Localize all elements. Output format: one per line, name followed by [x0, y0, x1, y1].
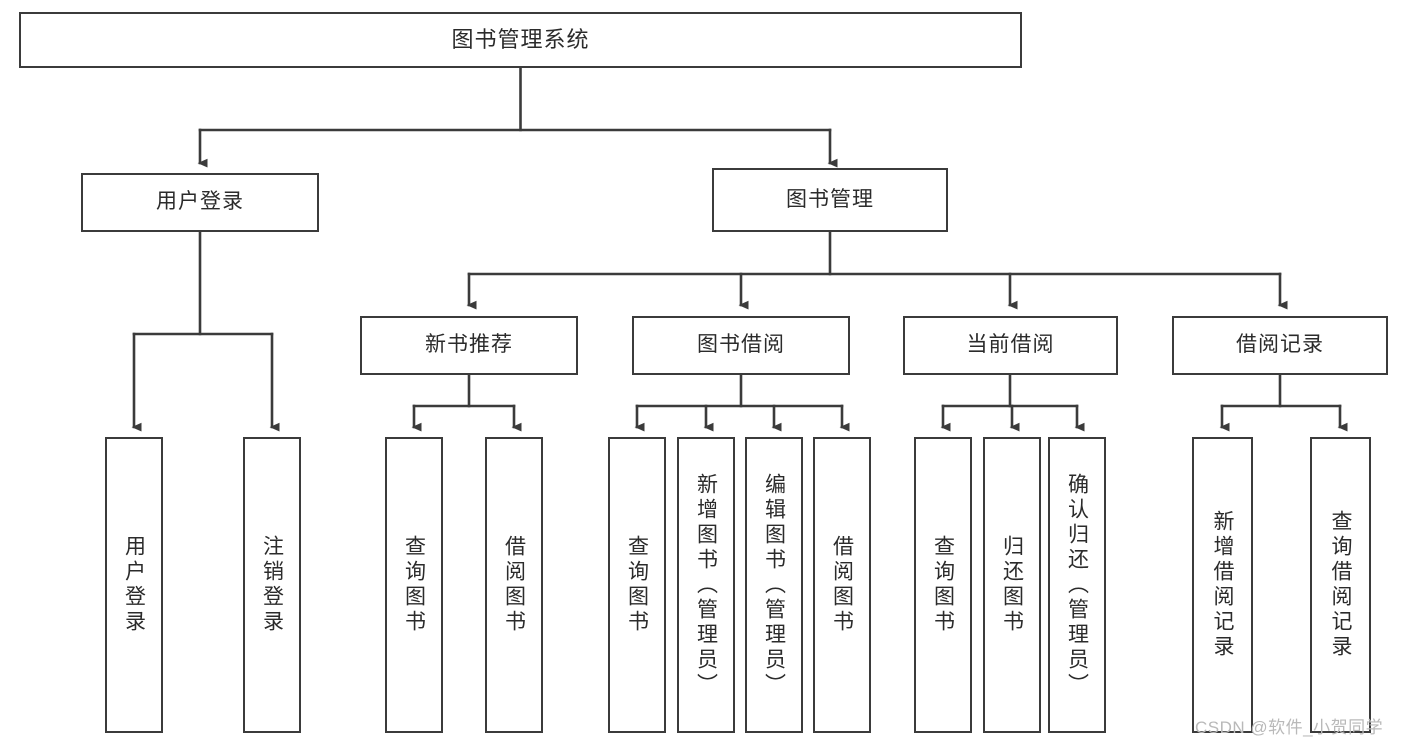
node-label: 确认归还（管理员）: [1065, 472, 1089, 698]
node-label: 查询图书: [931, 535, 955, 635]
leaf-current-borrow-return-book[interactable]: 归还图书: [983, 437, 1041, 733]
node-label: 新增借阅记录: [1211, 510, 1234, 660]
leaf-book-borrow-edit-book-admin[interactable]: 编辑图书（管理员）: [745, 437, 803, 733]
node-label: 借阅图书: [502, 535, 526, 635]
node-label: 图书管理系统: [451, 27, 590, 53]
node-label: 编辑图书（管理员）: [762, 472, 786, 698]
node-new-book-recommendation[interactable]: 新书推荐: [360, 316, 578, 375]
node-label: 新增图书（管理员）: [694, 472, 718, 698]
leaf-current-borrow-confirm-return-admin[interactable]: 确认归还（管理员）: [1048, 437, 1106, 733]
leaf-new-book-query-book[interactable]: 查询图书: [385, 437, 443, 733]
leaf-borrow-record-add-record[interactable]: 新增借阅记录: [1192, 437, 1253, 733]
node-user-login[interactable]: 用户登录: [81, 173, 319, 232]
leaf-new-book-borrow-book[interactable]: 借阅图书: [485, 437, 543, 733]
node-label: 注销登录: [260, 535, 284, 635]
node-label: 查询图书: [402, 535, 426, 635]
node-label: 新书推荐: [425, 333, 513, 357]
leaf-borrow-record-query-record[interactable]: 查询借阅记录: [1310, 437, 1371, 733]
node-book-management[interactable]: 图书管理: [712, 168, 948, 232]
leaf-book-borrow-query-book[interactable]: 查询图书: [608, 437, 666, 733]
node-label: 借阅记录: [1236, 333, 1324, 357]
node-borrow-record[interactable]: 借阅记录: [1172, 316, 1388, 375]
leaf-book-borrow-add-book-admin[interactable]: 新增图书（管理员）: [677, 437, 735, 733]
node-book-borrow[interactable]: 图书借阅: [632, 316, 850, 375]
node-label: 图书借阅: [697, 333, 785, 357]
leaf-current-borrow-query-book[interactable]: 查询图书: [914, 437, 972, 733]
node-label: 借阅图书: [830, 535, 854, 635]
leaf-user-login-signout[interactable]: 注销登录: [243, 437, 301, 733]
node-root-book-management-system[interactable]: 图书管理系统: [19, 12, 1022, 68]
node-label: 查询图书: [625, 535, 649, 635]
node-current-borrow[interactable]: 当前借阅: [903, 316, 1118, 375]
node-label: 当前借阅: [966, 333, 1055, 357]
leaf-book-borrow-borrow-book[interactable]: 借阅图书: [813, 437, 871, 733]
node-label: 查询借阅记录: [1329, 510, 1352, 660]
node-label: 用户登录: [122, 535, 146, 635]
node-label: 图书管理: [786, 187, 874, 211]
node-label: 归还图书: [1000, 535, 1024, 635]
csdn-watermark: CSDN @软件_小贺同学: [1195, 718, 1384, 737]
node-label: 用户登录: [156, 190, 244, 214]
leaf-user-login-signin[interactable]: 用户登录: [105, 437, 163, 733]
